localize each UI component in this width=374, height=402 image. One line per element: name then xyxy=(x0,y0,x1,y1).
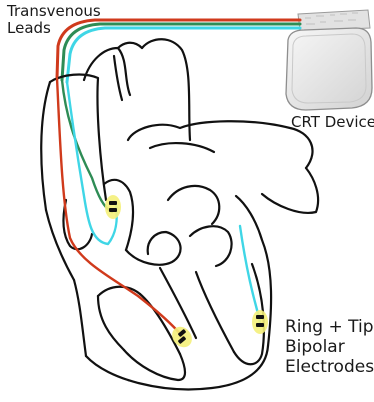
electrode-label: Ring + Tip Bipolar Electrodes xyxy=(285,317,374,377)
electrode-label-line-1: Ring + Tip xyxy=(285,317,374,337)
leads-label-line-1: Transvenous xyxy=(7,3,101,20)
intracardiac-leads xyxy=(57,78,260,336)
device-label: CRT Device xyxy=(291,114,374,131)
lead-cyan-inner xyxy=(67,82,117,244)
leads-label: Transvenous Leads xyxy=(7,3,101,37)
electrode-atrial xyxy=(105,195,121,219)
electrode-label-line-3: Electrodes xyxy=(285,357,374,377)
lead-cyan-lv xyxy=(240,226,260,324)
electrode-label-line-2: Bipolar xyxy=(285,337,374,357)
electrode-lv xyxy=(252,310,268,334)
leads-label-line-2: Leads xyxy=(7,20,101,37)
